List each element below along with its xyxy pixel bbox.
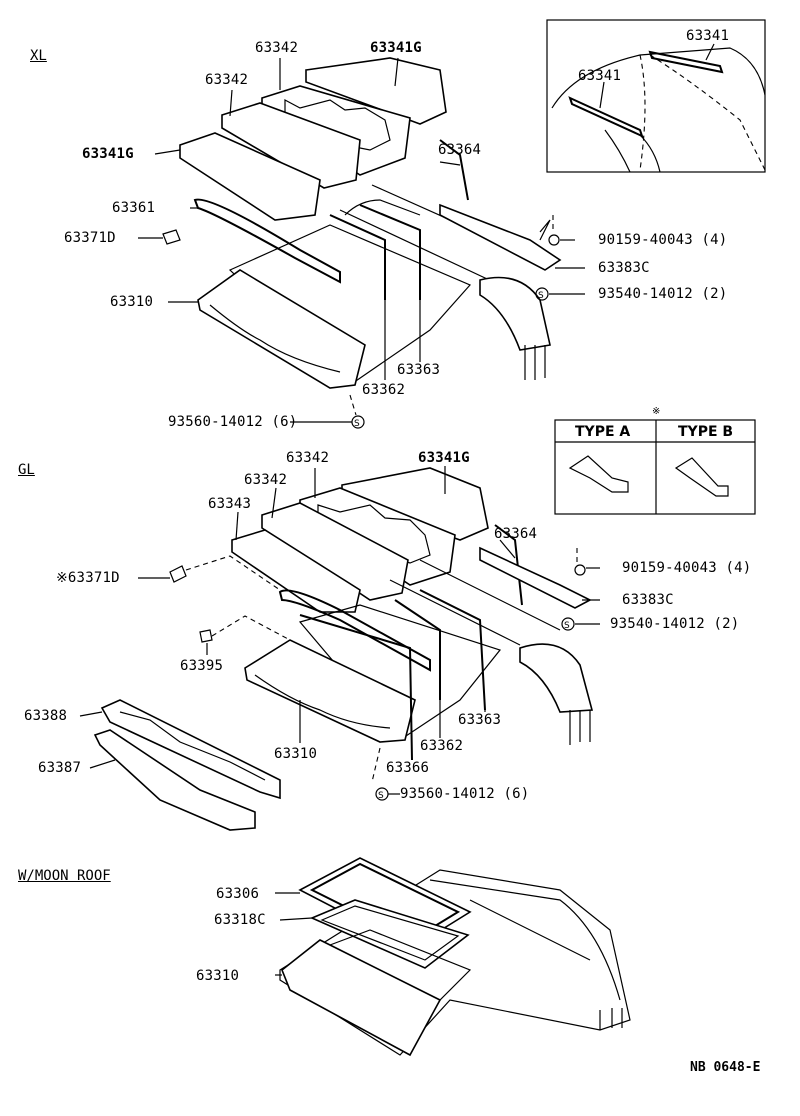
type-b-header: TYPE B: [678, 424, 734, 440]
gl-label-63341g: 63341G: [418, 450, 470, 466]
xl-label-93560-14012: 93560-14012 (6): [168, 414, 298, 430]
section-xl-label: XL: [30, 48, 47, 64]
gl-panel-63387: [93, 729, 256, 831]
gl-bow-63362: [394, 599, 441, 700]
xl-inset-label-63341-upper: 63341: [686, 28, 730, 44]
moonroof-assembly: [275, 857, 631, 1057]
xl-label-63383c: 63383C: [598, 260, 650, 276]
xl-bracket-63383c: [439, 203, 562, 271]
diagram-reference-code: NB 0648-E: [690, 1060, 761, 1075]
gl-label-63371d: ※63371D: [56, 570, 120, 586]
xl-headliner-63310: [197, 269, 366, 389]
xl-screw-icon: [548, 234, 560, 246]
gl-label-63362: 63362: [420, 738, 464, 754]
type-a-clip-icon: [568, 455, 629, 493]
xl-label-63371d: 63371D: [64, 230, 116, 246]
svg-text:S: S: [378, 791, 384, 801]
svg-text:S: S: [354, 419, 360, 429]
gl-panel-63388: [100, 699, 281, 800]
xl-rail-63364: [439, 139, 469, 201]
section-moonroof-label: W/MOON ROOF: [18, 868, 111, 884]
gl-bow-63366: [299, 614, 413, 761]
type-b-clip-icon: [674, 457, 729, 497]
type-table: [554, 419, 756, 515]
gl-label-63342-b: 63342: [244, 472, 288, 488]
xl-clip-s-icon-2: [535, 287, 549, 301]
gl-headliner-63310: [244, 639, 416, 743]
svg-text:S: S: [538, 291, 544, 301]
type-table-note-mark: ※: [652, 406, 661, 417]
inset-strip-lower: [568, 96, 644, 138]
moonroof-label-63310: 63310: [196, 968, 240, 984]
gl-clip-s-icon-2: [561, 617, 575, 631]
xl-pad-63341g-top: [305, 57, 447, 125]
gl-screw-icon: [574, 564, 586, 576]
gl-label-63388: 63388: [24, 708, 68, 724]
xl-label-90159-40043: 90159-40043 (4): [598, 232, 728, 248]
xl-inset-detail: [546, 19, 766, 173]
gl-label-63364: 63364: [494, 526, 538, 542]
xl-label-63310: 63310: [110, 294, 154, 310]
xl-assembly: S S: [138, 57, 585, 429]
xl-pad-63341g-left: [179, 132, 321, 221]
gl-label-90159-40043: 90159-40043 (4): [622, 560, 752, 576]
xl-bow-63363: [359, 204, 421, 300]
xl-label-63362: 63362: [362, 382, 406, 398]
xl-clip-63371d: [162, 229, 181, 245]
gl-rail-63364: [494, 524, 523, 606]
gl-pillar: [519, 643, 594, 713]
xl-label-63361: 63361: [112, 200, 156, 216]
inset-strip-upper: [648, 50, 724, 74]
xl-label-63363: 63363: [397, 362, 441, 378]
inset-frame: [546, 19, 766, 173]
type-table-frame: [554, 419, 756, 515]
gl-label-93540-14012: 93540-14012 (2): [610, 616, 740, 632]
gl-clip-63371d: [169, 565, 187, 583]
gl-bow-63363: [419, 589, 486, 711]
xl-pad-63342-b: [221, 102, 361, 189]
xl-label-63341g-b: 63341G: [82, 146, 134, 162]
moonroof-label-63318c: 63318C: [214, 912, 266, 928]
gl-label-63343: 63343: [208, 496, 252, 512]
gl-label-63363: 63363: [458, 712, 502, 728]
gl-bracket-63383c: [479, 546, 592, 609]
type-a-header: TYPE A: [575, 424, 631, 440]
xl-inset-label-63341-lower: 63341: [578, 68, 622, 84]
moonroof-seal-63318c: [309, 899, 470, 969]
gl-label-63342-a: 63342: [286, 450, 330, 466]
inset-hidden-edge: [639, 54, 646, 171]
moonroof-headliner-63310: [281, 939, 442, 1057]
xl-label-63342-a: 63342: [255, 40, 299, 56]
xl-label-63342-b: 63342: [205, 72, 249, 88]
gl-label-63395: 63395: [180, 658, 224, 674]
xl-label-93540-14012: 93540-14012 (2): [598, 286, 728, 302]
gl-label-63366: 63366: [386, 760, 430, 776]
gl-label-63310: 63310: [274, 746, 318, 762]
gl-strip: [278, 589, 431, 672]
moonroof-label-63306: 63306: [216, 886, 260, 902]
gl-label-93560-14012: 93560-14012 (6): [400, 786, 530, 802]
xl-label-63341g-a: 63341G: [370, 40, 422, 56]
svg-text:S: S: [564, 621, 570, 631]
xl-label-63364: 63364: [438, 142, 482, 158]
section-gl-label: GL: [18, 462, 35, 478]
gl-clip-63395: [199, 629, 213, 643]
xl-bow-63362: [329, 214, 386, 300]
gl-assembly: S S: [79, 466, 600, 831]
xl-strip-63361: [193, 198, 341, 284]
gl-pad-63342-b: [261, 502, 409, 601]
gl-label-63387: 63387: [38, 760, 82, 776]
gl-label-63383c: 63383C: [622, 592, 674, 608]
gl-pad-63343: [231, 529, 361, 613]
